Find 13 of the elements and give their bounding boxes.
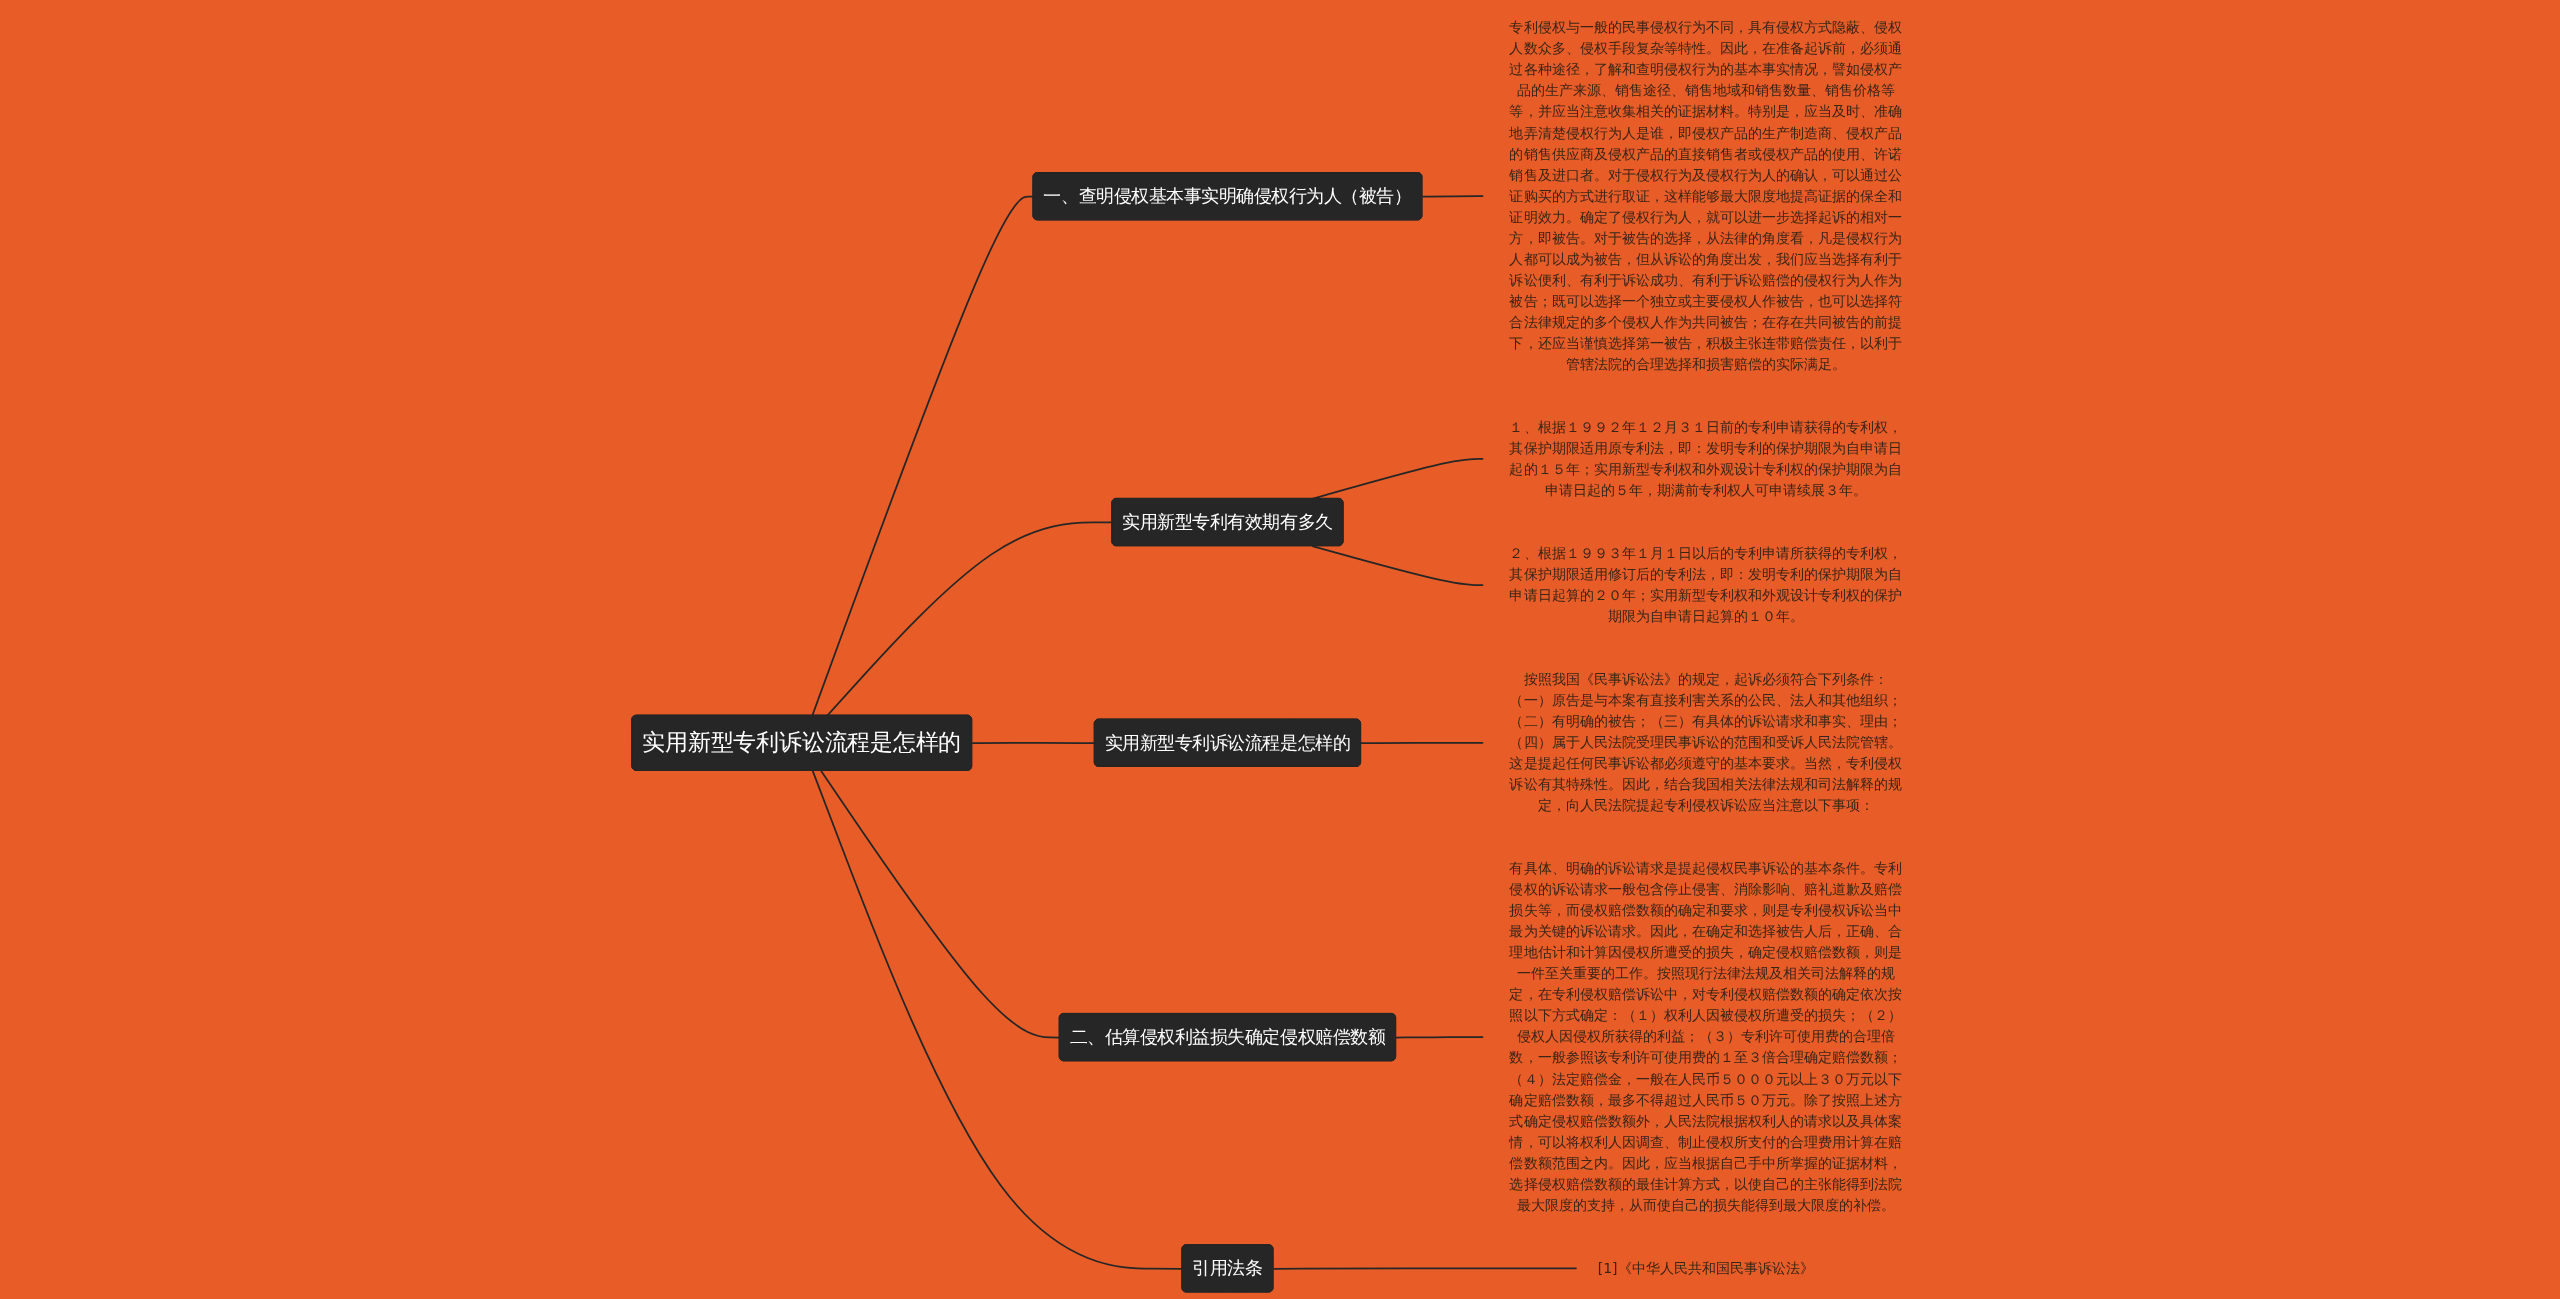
connector — [1360, 741, 1485, 745]
connector — [1272, 1267, 1578, 1270]
connector — [971, 742, 1096, 745]
connector — [1311, 545, 1485, 586]
node-text: 按照我国《民事诉讼法》的规定，起诉必须符合下列条件：（一）原告是与本案有直接利害关系的公民、法人和其他组织；（二）有明确的被告；（三）有具体的诉讼请求和事实、理由；（四）属于人民法院受理民事诉讼的范围和受诉人民法院管辖。这是提起任何民事诉讼都必须遵守的基本要求。当然，专利侵权诉讼有其特殊性。因此，结合我国相关法律法规和司法解释的规定，向人民法院提起专利侵权诉讼应当注意以下事项： — [1509, 670, 1902, 814]
node-text: 专利侵权与一般的民事侵权行为不同，具有侵权方式隐蔽、侵权人数众多、侵权手段复杂等特性。因此，在准备起诉前，必须通过各种途径，了解和查明侵权行为的基本事实情况，譬如侵权产品的生产来源、销售途径、销售地域和销售数量、销售价格等等，并应当注意收集相关的证据材料。特别是，应当及时、准确地弄清楚侵权行为人是谁，即侵权产品的生产制造商、侵权产品的销售供应商及侵权产品的直接销售者或侵权产品的使用、许诺销售及进口者。对于侵权行为及侵权行为人的确认，可以通过公证购买的方式进行取证，这样能够最大限度地提高证据的保全和证明效力。确定了侵权行为人，就可以进一步选择起诉的相对一方，即被告。对于被告的选择，从法律的角度看，凡是侵权行为人都可以成为被告，但从诉讼的角度出发，我们应当选择有利于诉讼便利、有利于诉讼成功、有利于诉讼赔偿的侵权行为人作为被告；既可以选择一个独立或主要侵权人作被告，也可以选择符合法律规定的多个侵权人作为共同被告；在存在共同被告的前提下，还应当谨慎选择第一被告，积极主张连带赔偿责任，以利于管辖法院的合理选择和损害赔偿的实际满足。 — [1509, 19, 1902, 373]
node-text: 有具体、明确的诉讼请求是提起侵权民事诉讼的基本条件。专利侵权的诉讼请求一般包含停止侵害、消除影响、赔礼道歉及赔偿损失等，而侵权赔偿数额的确定和要求，则是专利侵权诉讼当中最为关键的诉讼请求。因此，在确定和选择被告人后，正确、合理地估计和计算因侵权所遭受的损失，确定侵权赔偿数额，则是一件至关重要的工作。按照现行法律法规及相关司法解释的规定，在专利侵权赔偿诉讼中，对专利侵权赔偿数额的确定依次按照以下方式确定：（１）权利人因被侵权所遭受的损失；（２）侵权人因侵权所获得的利益；（３）专利许可使用费的合理倍数，一般参照该专利许可使用费的１至３倍合理确定赔偿数额；（４）法定赔偿金，一般在人民币５０００元以上３０万元以下确定赔偿数额，最多不得超过人民币５０万元。除了按照上述方式确定侵权赔偿数额外，人民法院根据权利人的请求以及具体案情，可以将权利人因调查、制止侵权所支付的合理费用计算在赔偿数额范围之内。因此，应当根据自己手中所掌握的证据材料，选择侵权赔偿数额的最佳计算方式，以使自己的主张能得到法院最大限度的支持，从而使自己的损失能得到最大限度的补偿。 — [1509, 860, 1902, 1214]
connector — [820, 769, 1061, 1039]
node-text: ２、根据１９９３年１月１日以后的专利申请所获得的专利权，其保护期限适用修订后的专利法，即：发明专利的保护期限为自申请日起算的２０年；实用新型专利权和外观设计专利权的保护期限为自申请日起算的１０年。 — [1509, 544, 1902, 625]
node-text: １、根据１９９２年１２月３１日前的专利申请获得的专利权，其保护期限适用原专利法，即：发明专利的保护期限为自申请日起的１５年；实用新型专利权和外观设计专利权的保护期限为自申请日起的５年，期满前专利权人可申请续展３年。 — [1509, 418, 1902, 499]
node-text: [1]《中华人民共和国民事诉讼法》 — [1597, 1259, 1814, 1277]
connector — [1421, 195, 1485, 198]
connector — [1395, 1036, 1485, 1039]
